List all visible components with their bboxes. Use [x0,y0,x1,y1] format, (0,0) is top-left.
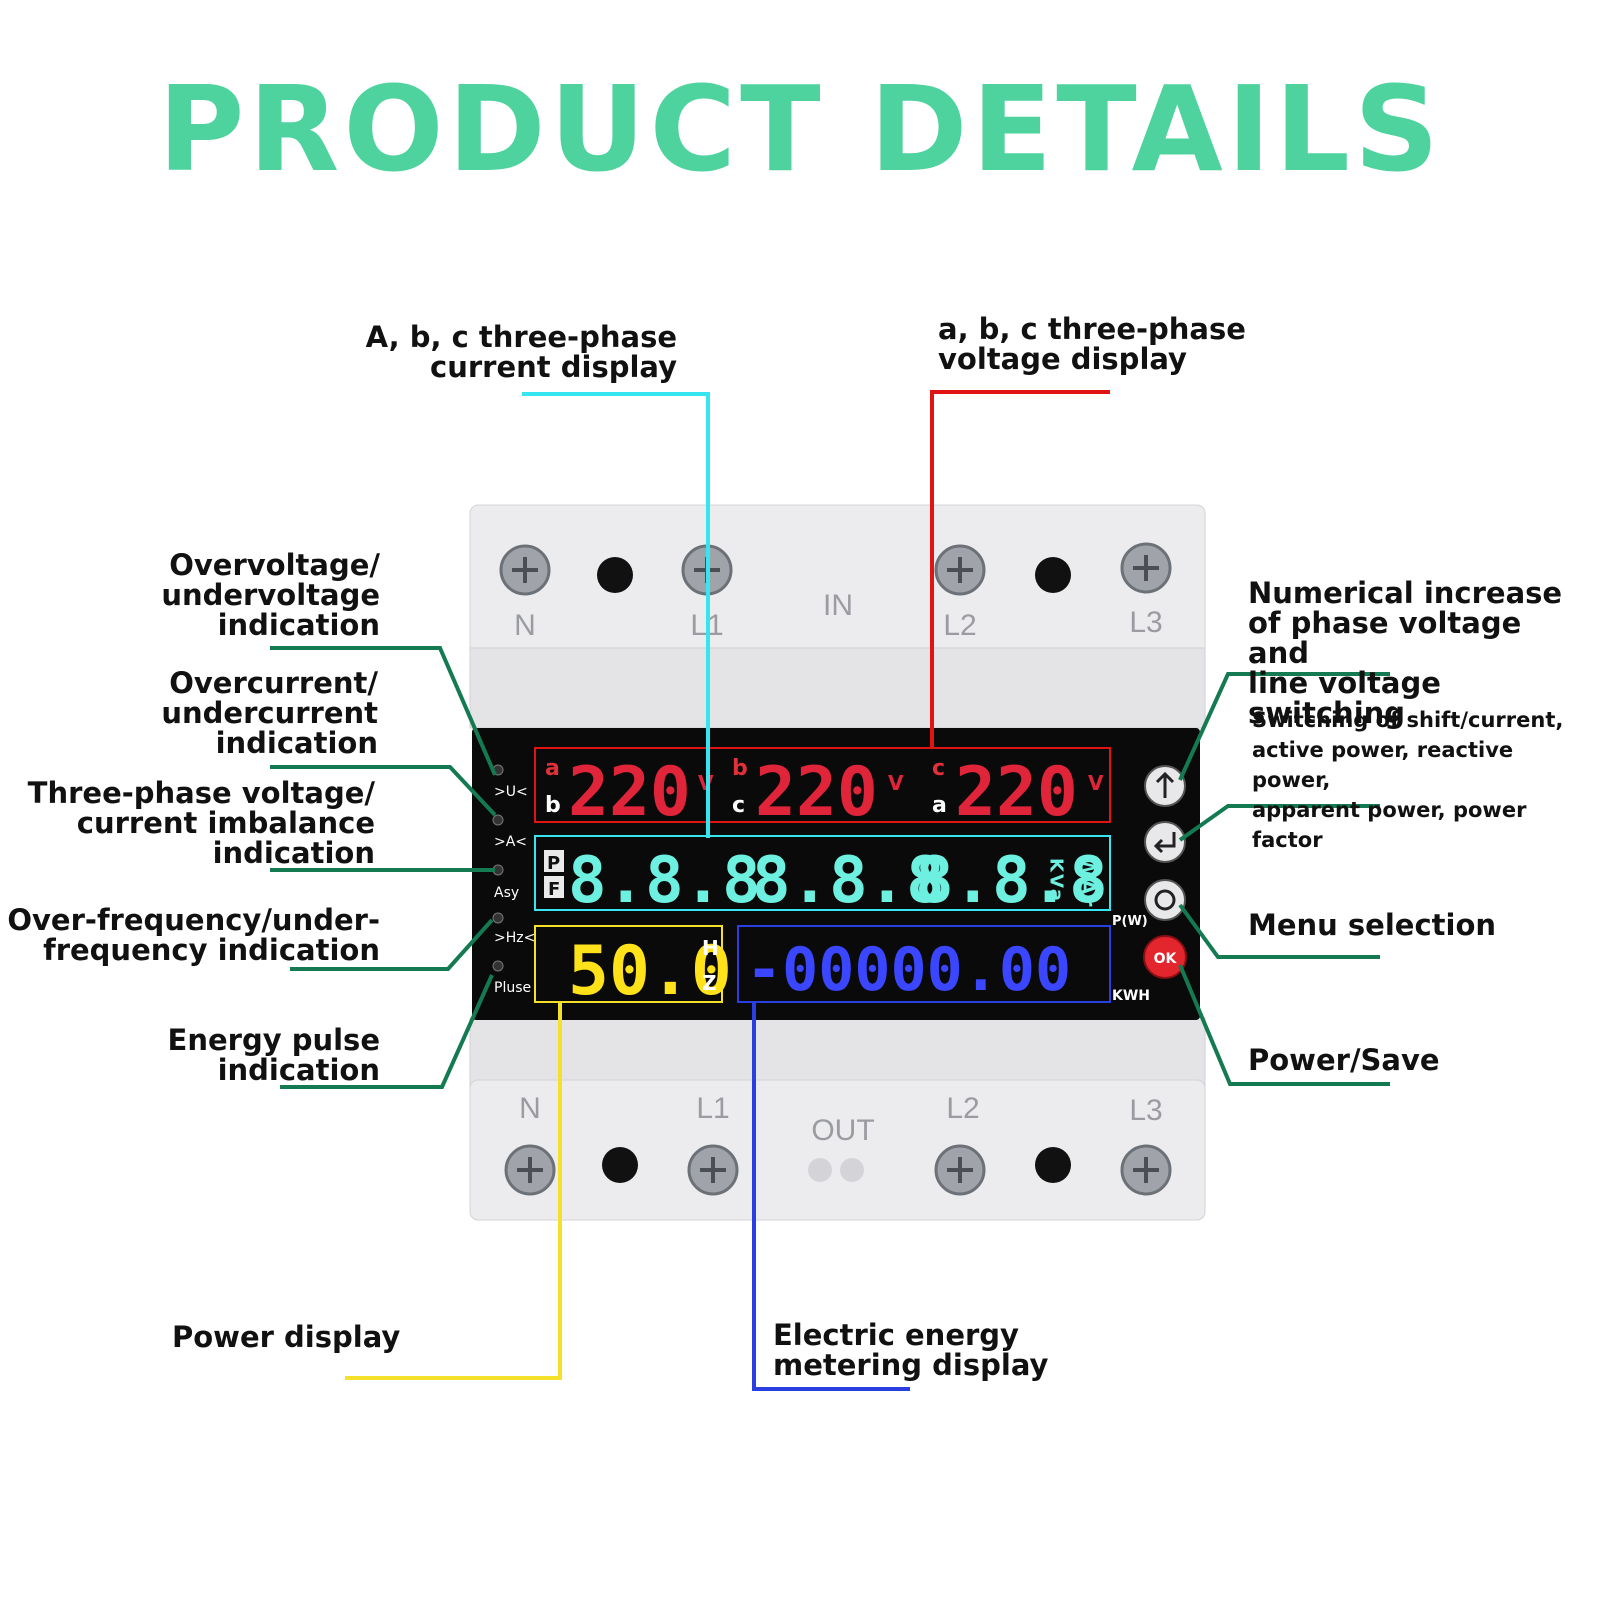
voltage-2-bottom: c [732,793,745,818]
current-display-line [522,392,710,838]
enter-arrow-icon [1153,832,1176,854]
overcurrent-line [270,765,497,817]
label-frequency: Over-frequency/under- frequency indicati… [7,903,380,967]
frequency-line [290,918,494,971]
terminal-top-l2: L2 [943,609,976,642]
current-value-3: 8.8.8 [915,844,1108,918]
gear-icon [1154,889,1176,911]
current-prefix-bottom: F [548,879,560,900]
current-unit-col2: WAr [1076,856,1100,909]
frequency-unit-bottom: Z [702,971,717,995]
current-value-2: 8.8.8 [752,844,945,918]
current-value-1: 8.8.8 [568,844,761,918]
terminal-bottom-l1: L1 [696,1092,729,1125]
frequency-value: 50.0 [568,932,732,1011]
terminal-bottom-l2: L2 [946,1092,979,1125]
current-prefix-top: P [547,853,560,874]
current-display-frame [534,835,1111,911]
page-title: PRODUCT DETAILS [158,60,1443,198]
enter-button[interactable] [1144,821,1186,863]
terminal-bottom-n: N [519,1092,541,1125]
frequency-display-frame [534,925,723,1003]
voltage-display-line [930,390,1110,748]
label-imbalance: Three-phase voltage/ current imbalance i… [27,776,375,870]
arrow-up-icon [1155,771,1175,798]
numerical-increase-line [1178,672,1390,781]
voltage-3-value: 220 [955,753,1078,832]
label-power-save: Power/Save [1248,1043,1440,1077]
label-power-display: Power display [172,1320,401,1354]
power-save-line [1178,964,1390,1086]
energy-display-line [752,1002,910,1391]
label-voltage-display: a, b, c three-phase voltage display [938,312,1246,376]
voltage-3-unit: V [1088,771,1104,795]
label-overcurrent: Overcurrent/ undercurrent indication [161,666,378,760]
voltage-1-value: 220 [568,753,691,832]
energy-pulse-line [280,974,494,1089]
menu-button[interactable] [1144,879,1186,921]
terminal-bottom-l3: L3 [1129,1094,1162,1127]
switching-line [1178,804,1380,842]
voltage-3-bottom: a [932,793,947,818]
power-ok-button[interactable]: OK [1143,935,1187,979]
indicator-hz: >Hz< [494,930,535,946]
power-display-line [345,1002,562,1380]
indicator-a: >A< [494,834,527,850]
label-menu: Menu selection [1248,908,1497,942]
label-numerical-increase: Numerical increase of phase voltage and … [1248,576,1563,730]
energy-unit-bottom: KWH [1112,988,1150,1004]
label-switching: Switching of shift/current, active power… [1252,708,1564,852]
label-energy-display: Electric energy metering display [773,1318,1049,1382]
indicator-asy: Asy [494,885,519,901]
overvoltage-line [270,646,497,776]
bottom-terminal-screws [504,1144,1172,1196]
energy-display-frame [737,925,1111,1003]
current-unit-col1: KVa [1046,858,1067,903]
up-button[interactable] [1144,765,1186,807]
energy-unit-top: P(W) [1112,914,1148,929]
voltage-1-top: a [545,756,560,781]
indicator-leds: >U< >A< Asy >Hz< Pluse [492,764,535,996]
ok-label: OK [1154,951,1178,967]
label-energy-pulse: Energy pulse indication [167,1023,380,1087]
indicator-u: >U< [494,784,528,800]
voltage-2-value: 220 [755,753,878,832]
terminal-top-l3: L3 [1129,606,1162,639]
voltage-display-frame [534,747,1111,823]
energy-value: -00000.00 [746,935,1071,1005]
label-overvoltage: Overvoltage/ undervoltage indication [161,548,380,642]
voltage-2-top: b [732,756,748,781]
menu-line [1178,903,1380,959]
frequency-unit-top: H [702,936,719,960]
voltage-2-unit: V [888,771,904,795]
terminal-bottom-out: OUT [811,1114,874,1147]
label-current-display: A, b, c three-phase current display [365,320,677,384]
indicator-pulse: Pluse [494,980,531,996]
voltage-1-bottom: b [545,793,561,818]
voltage-3-top: c [932,756,945,781]
terminal-top-n: N [514,609,536,642]
terminal-top-in: IN [823,589,853,622]
